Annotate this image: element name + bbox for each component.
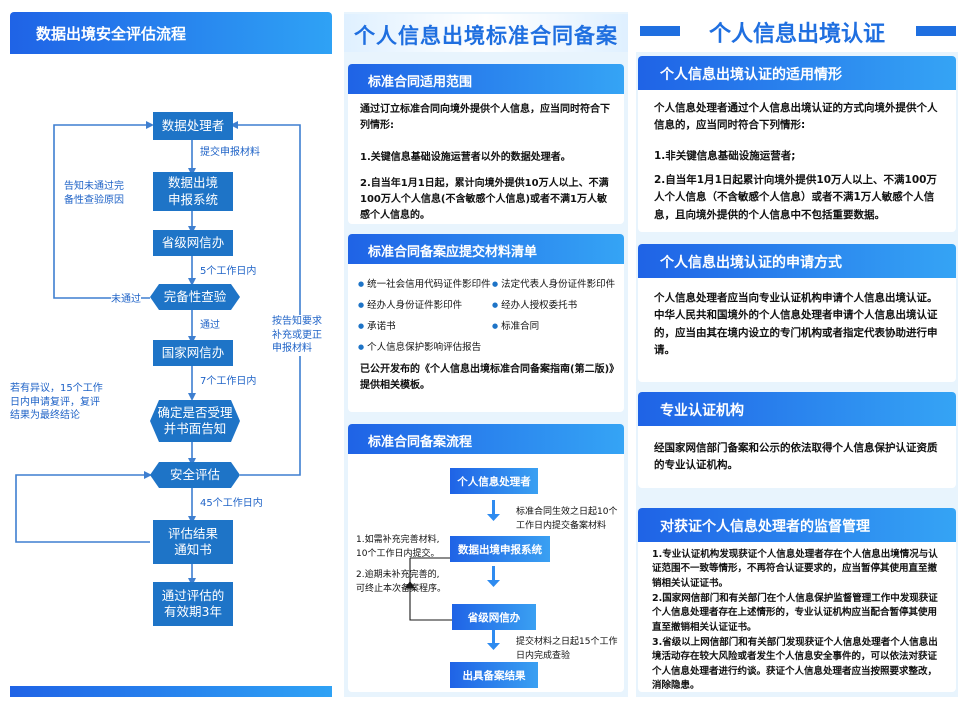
material-item: 法定代表人身份证件影印件 [492, 276, 615, 290]
label-notify-fail: 告知未通过完 备性查验原因 [64, 180, 124, 207]
scope-card: 标准合同适用范围 通过订立标准合同向境外提供个人信息，应当同时符合下列情形: 1… [348, 64, 624, 224]
card-header: 个人信息出境认证的申请方式 [638, 244, 956, 278]
material-item: 标准合同 [492, 318, 539, 332]
apply-card: 个人信息出境认证的申请方式 个人信息处理者应当向专业认证机构申请个人信息出境认证… [638, 244, 956, 382]
flow-node-declare-system: 数据出境 申报系统 [153, 172, 233, 211]
process-note-1: 标准合同生效之日起10个 工作日内提交备案材料 [516, 507, 618, 531]
process-step-result: 出具备案结果 [450, 662, 538, 688]
flow-node-provincial: 省级网信办 [153, 230, 233, 256]
label-objection: 若有异议，15个工作 日内申请复评，复评 结果为最终结论 [10, 382, 103, 423]
process-connectors [404, 500, 500, 650]
scope-item-2: 2.自当年1月1日起，累计向境外提供10万人以上、不满100万人个人信息(不含敏… [360, 178, 609, 221]
card-title: 个人信息出境认证的适用情形 [660, 67, 842, 83]
materials-note: 已公开发布的《个人信息出境标准合同备案指南(第二版)》提供相关模板。 [360, 364, 615, 391]
agency-card: 专业认证机构 经国家网信部门备案和公示的依法取得个人信息保护认证资质的专业认证机… [638, 392, 956, 488]
flow-node-processor: 数据处理者 [153, 112, 233, 140]
agency-text: 经国家网信部门备案和公示的依法取得个人信息保护认证资质的专业认证机构。 [654, 442, 938, 472]
supervision-item-1: 1.专业认证机构发现获证个人信息处理者存在个人信息出境情况与认证范围不一致等情形… [652, 549, 938, 589]
label-supplement: 按告知要求 补充或更正 申报材料 [272, 315, 322, 356]
process-note-2: 1.如需补充完善材料, 10个工作日内提交。 [356, 535, 440, 559]
applicable-intro: 个人信息处理者通过个人信息出境认证的方式向境外提供个人信息的，应当同时符合下列情… [654, 102, 938, 132]
label-fail: 未通过 [111, 293, 141, 307]
panel-title-bar [344, 14, 628, 52]
applicable-item-1: 1.非关键信息基础设施运营者; [654, 150, 796, 162]
card-header: 标准合同备案流程 [348, 424, 624, 454]
flow-connectors [15, 121, 301, 586]
card-header: 专业认证机构 [638, 392, 956, 426]
panel-title-bar: 个人信息出境认证 [636, 12, 958, 52]
title-decor-left [640, 26, 680, 36]
card-header: 个人信息出境认证的适用情形 [638, 56, 956, 90]
card-title: 标准合同备案流程 [368, 435, 473, 450]
supervision-item-3: 3.省级以上网信部门和有关部门发现获证个人信息处理者个人信息出境活动存在较大风险… [652, 637, 938, 691]
label-days5: 5个工作日内 [200, 266, 257, 277]
flow-node-completeness: 完备性查验 [150, 284, 240, 310]
process-note-4: 提交材料之日起15个工作 日内完成查验 [516, 637, 618, 661]
label-pass: 通过 [200, 320, 220, 331]
flow-node-national: 国家网信办 [153, 340, 233, 366]
card-title: 标准合同适用范围 [368, 75, 473, 90]
label-days45: 45个工作日内 [200, 498, 263, 509]
label-days7: 7个工作日内 [200, 376, 257, 387]
flow-node-notice: 评估结果 通知书 [153, 520, 233, 564]
panel-title: 数据出境安全评估流程 [36, 25, 187, 43]
card-title: 个人信息出境认证的申请方式 [660, 255, 842, 271]
process-step-system: 数据出境申报系统 [450, 536, 550, 562]
supervision-card: 对获证个人信息处理者的监督管理 1.专业认证机构发现获证个人信息处理者存在个人信… [638, 508, 956, 692]
process-card: 标准合同备案流程 个人信息处理者 标准合同生效之日起10个 工作日内提交备案材料… [348, 424, 624, 692]
apply-text: 个人信息处理者应当向专业认证机构申请个人信息出境认证。中华人民共和国境外的个人信… [654, 292, 938, 356]
security-assessment-panel: 数据出境安全评估流程 数据处理者 提交申报材料 数据出境 申报系统 [10, 12, 332, 697]
process-step-processor: 个人信息处理者 [450, 468, 538, 494]
material-item: 个人信息保护影响评估报告 [358, 339, 481, 353]
materials-card: 标准合同备案应提交材料清单 统一社会信用代码证件影印件 法定代表人身份证件影印件… [348, 234, 624, 412]
panel-footer-bar [10, 686, 332, 697]
applicable-card: 个人信息出境认证的适用情形 个人信息处理者通过个人信息出境认证的方式向境外提供个… [638, 56, 956, 232]
supervision-item-2: 2.国家网信部门和有关部门在个人信息保护监督管理工作中发现获证个人信息处理者存在… [652, 593, 938, 633]
process-note-3: 2.逾期未补充完善的, 可终止本次备案程序。 [356, 570, 447, 594]
card-header: 标准合同备案应提交材料清单 [348, 234, 624, 264]
flow-node-assess: 安全评估 [150, 462, 240, 488]
panel-title: 个人信息出境标准合同备案 [354, 24, 618, 48]
process-step-provincial: 省级网信办 [452, 604, 536, 630]
card-header: 标准合同适用范围 [348, 64, 624, 94]
certification-panel: 个人信息出境认证 个人信息出境认证的适用情形 个人信息处理者通过个人信息出境认证… [636, 12, 958, 697]
scope-item-1: 1.关键信息基础设施运营者以外的数据处理者。 [360, 152, 571, 163]
scope-intro: 通过订立标准合同向境外提供个人信息，应当同时符合下列情形: [360, 104, 610, 131]
material-item: 承诺书 [358, 318, 396, 332]
material-item: 经办人授权委托书 [492, 297, 577, 311]
card-title: 对获证个人信息处理者的监督管理 [660, 519, 870, 535]
card-header: 对获证个人信息处理者的监督管理 [638, 508, 956, 542]
card-title: 专业认证机构 [660, 403, 744, 419]
material-item: 统一社会信用代码证件影印件 [358, 276, 491, 290]
title-decor-right [916, 26, 956, 36]
flow-node-accept: 确定是否受理 并书面告知 [150, 400, 240, 442]
standard-contract-panel: 个人信息出境标准合同备案 标准合同适用范围 通过订立标准合同向境外提供个人信息，… [344, 12, 628, 697]
flow-node-valid: 通过评估的 有效期3年 [153, 582, 233, 626]
applicable-item-2: 2.自当年1月1日起累计向境外提供10万人以上、不满100万人个人信息（不含敏感… [654, 174, 937, 221]
panel-title: 个人信息出境认证 [708, 22, 885, 47]
label-submit: 提交申报材料 [200, 147, 260, 158]
panel-header: 数据出境安全评估流程 [10, 12, 332, 54]
material-item: 经办人身份证件影印件 [358, 297, 462, 311]
card-title: 标准合同备案应提交材料清单 [368, 245, 538, 260]
